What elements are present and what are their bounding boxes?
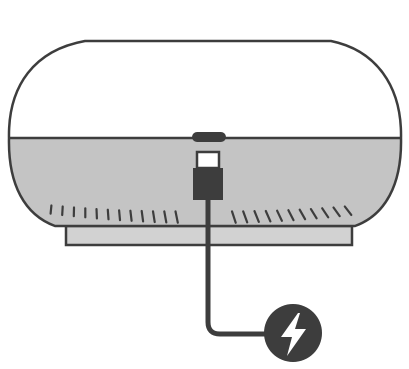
vent-slit bbox=[108, 210, 109, 220]
vent-slit bbox=[130, 211, 131, 221]
plug-neck bbox=[197, 152, 219, 168]
usb-c-port-icon bbox=[192, 132, 226, 142]
vent-slit bbox=[51, 206, 52, 214]
vent-slit bbox=[142, 211, 143, 221]
usb-c-plug-icon bbox=[193, 168, 223, 200]
vent-slit bbox=[62, 207, 63, 216]
vent-slit bbox=[119, 210, 120, 220]
device-shell-top bbox=[9, 41, 401, 138]
